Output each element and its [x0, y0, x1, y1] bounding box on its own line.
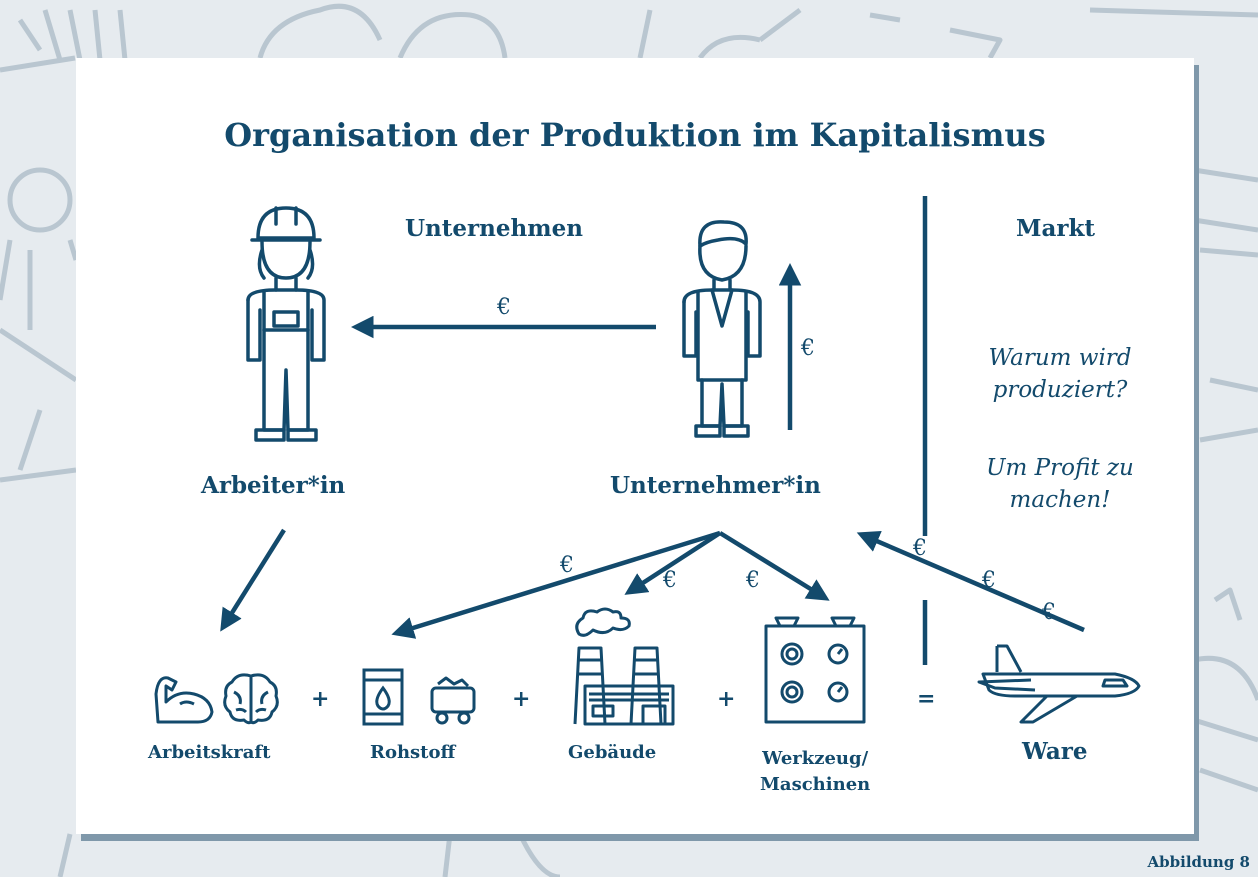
arrow-to-raw	[391, 530, 721, 639]
question-line-2: produziert?	[992, 377, 1128, 403]
oil-barrel-icon	[362, 668, 404, 726]
answer-line-1: Um Profit zu	[986, 455, 1134, 481]
euro-profit: €	[801, 336, 815, 361]
euro-building: €	[663, 568, 677, 593]
diagram-card: Organisation der Produktion im Kapitalis…	[76, 58, 1194, 834]
euro-tools: €	[746, 568, 760, 593]
mine-cart-icon	[430, 676, 476, 725]
figure-caption: Abbildung 8	[1147, 853, 1250, 871]
arrow-to-building	[624, 531, 722, 595]
raw-material-label: Rohstoff	[370, 742, 456, 763]
brain-icon	[223, 673, 279, 725]
entrepreneur-label: Unternehmer*in	[610, 472, 821, 499]
sale-arrow	[856, 530, 1085, 633]
machine-icon	[764, 616, 866, 724]
section-market-label: Markt	[1016, 215, 1096, 242]
tools-label-line-1: Werkzeug/	[762, 748, 869, 769]
euro-sale-3: €	[1042, 600, 1056, 625]
airplane-icon	[977, 644, 1141, 724]
diagram-title: Organisation der Produktion im Kapitalis…	[224, 116, 1046, 154]
tools-label: Werkzeug/ Maschinen	[760, 746, 870, 798]
building-label: Gebäude	[568, 742, 657, 763]
section-company-label: Unternehmen	[405, 215, 583, 242]
answer-line-2: machen!	[1009, 487, 1111, 513]
answer-text: Um Profit zu machen!	[960, 452, 1160, 516]
equals-sign: =	[917, 686, 936, 712]
product-label: Ware	[1022, 738, 1088, 765]
plus-1: +	[311, 686, 330, 712]
euro-raw: €	[560, 553, 574, 578]
question-text: Warum wird produziert?	[960, 342, 1160, 406]
factory-icon	[573, 607, 675, 726]
worker-label: Arbeiter*in	[201, 472, 346, 499]
plus-3: +	[717, 686, 736, 712]
worker-icon	[246, 206, 326, 442]
euro-sale-1: €	[913, 536, 927, 561]
tools-label-line-2: Maschinen	[760, 774, 871, 795]
labor-label: Arbeitskraft	[148, 742, 271, 763]
question-line-1: Warum wird	[988, 345, 1132, 371]
labor-down-arrow	[220, 528, 286, 632]
plus-2: +	[512, 686, 531, 712]
euro-wage: €	[497, 295, 511, 320]
euro-sale-2: €	[982, 568, 996, 593]
arrow-to-tools	[718, 531, 830, 601]
muscle-icon	[154, 676, 214, 724]
entrepreneur-icon	[682, 220, 762, 438]
